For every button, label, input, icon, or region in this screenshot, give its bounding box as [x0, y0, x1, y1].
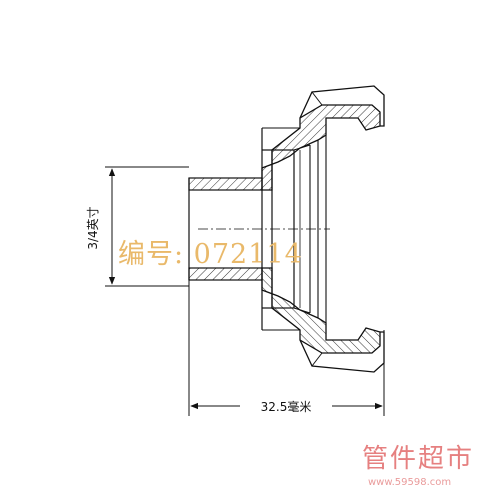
vertical-dimension [105, 166, 189, 287]
watermark-code: 编号: 072114 [118, 239, 303, 270]
body-upper-section [261, 85, 385, 191]
vertical-dimension-label: 3/4英寸 [86, 206, 100, 249]
watermark-brand: 管件超市 [362, 444, 475, 474]
horizontal-dimension [188, 280, 385, 416]
body-lower-section [261, 267, 385, 373]
seal-ring [271, 135, 327, 323]
watermark-url: www.59598.com [368, 477, 452, 488]
horizontal-dimension-label: 32.5毫米 [261, 399, 312, 414]
